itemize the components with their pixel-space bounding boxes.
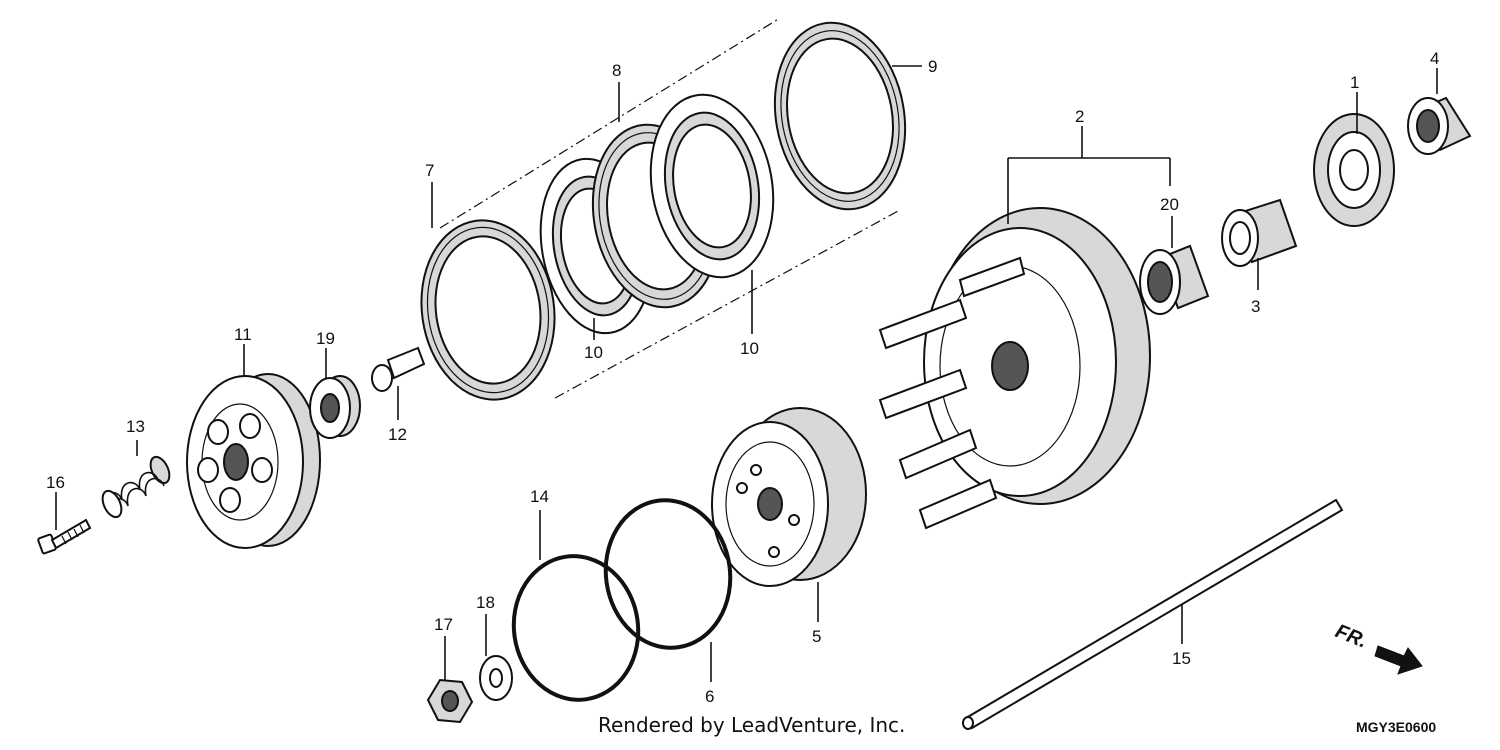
part-14-o-ring[interactable] [505, 548, 648, 708]
part-17-lock-nut[interactable] [426, 678, 474, 724]
part-16-bolt[interactable] [37, 518, 92, 555]
part-3-collar[interactable] [1221, 198, 1298, 267]
callout-9: 9 [928, 57, 937, 76]
part-5-clutch-center[interactable] [711, 407, 867, 587]
callout-13: 13 [126, 417, 145, 436]
callout-18: 18 [476, 593, 495, 612]
callout-6: 6 [705, 687, 714, 706]
part-13-spring[interactable] [99, 454, 173, 520]
part-15-push-rod[interactable] [962, 498, 1344, 730]
part-1-sprocket[interactable] [1313, 113, 1395, 227]
part-4-bushing[interactable] [1407, 96, 1472, 155]
callout-10b: 10 [740, 339, 759, 358]
callout-1: 1 [1350, 73, 1359, 92]
part-9-friction-disk[interactable] [761, 12, 920, 219]
part-20-needle-bearing[interactable] [1139, 244, 1210, 315]
callout-10a: 10 [584, 343, 603, 362]
alignment-guides [439, 17, 901, 399]
fr-label: FR. [1332, 620, 1370, 652]
part-6-o-ring[interactable] [596, 492, 739, 656]
callout-15: 15 [1172, 649, 1191, 668]
diagram-code: MGY3E0600 [1356, 719, 1436, 735]
part-2-clutch-outer[interactable] [878, 207, 1151, 530]
part-7-friction-disk[interactable] [410, 212, 566, 409]
callout-12: 12 [388, 425, 407, 444]
part-12-lifter-piece[interactable] [371, 346, 426, 392]
callout-14: 14 [530, 487, 549, 506]
callout-4: 4 [1430, 49, 1439, 68]
callout-5: 5 [812, 627, 821, 646]
rendered-by-credit: Rendered by LeadVenture, Inc. [598, 713, 905, 737]
front-arrow-icon [1374, 645, 1423, 675]
front-direction-indicator: FR. [1332, 620, 1423, 675]
callout-17: 17 [434, 615, 453, 634]
callout-2: 2 [1075, 107, 1084, 126]
callout-16: 16 [46, 473, 65, 492]
leader-lines [55, 65, 1438, 682]
callout-3: 3 [1251, 297, 1260, 316]
part-19-bearing[interactable] [309, 375, 361, 439]
part-18-washer[interactable] [479, 655, 513, 701]
callout-20: 20 [1160, 195, 1179, 214]
callout-7: 7 [425, 161, 434, 180]
callout-11: 11 [234, 325, 252, 344]
part-10-clutch-plate-rear[interactable] [637, 85, 787, 287]
callout-8: 8 [612, 61, 621, 80]
callout-numbers: 1 2 3 4 5 6 7 8 9 10 10 11 12 13 14 15 1… [46, 49, 1439, 706]
part-11-pressure-plate[interactable] [186, 373, 321, 549]
callout-19: 19 [316, 329, 335, 348]
